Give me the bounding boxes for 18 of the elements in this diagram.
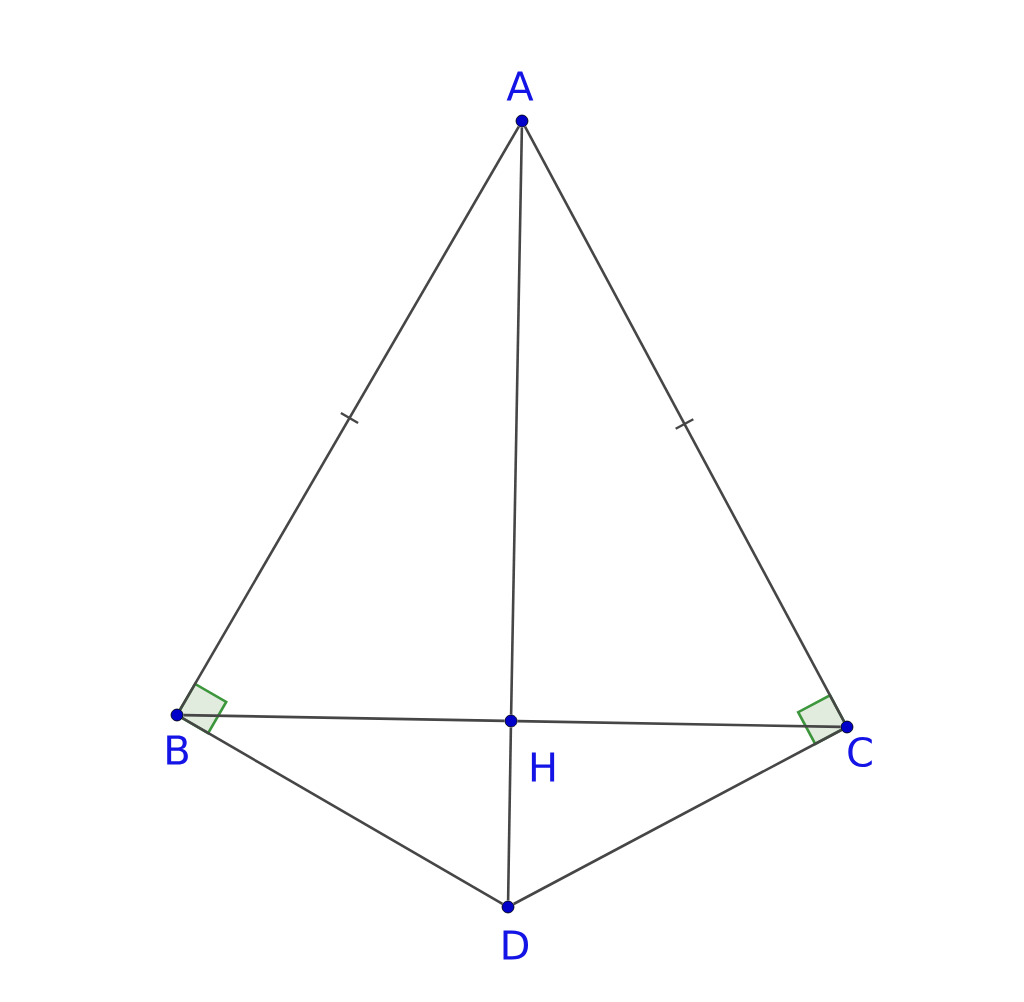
line-segment: [179, 125, 520, 711]
point: [840, 720, 854, 734]
point-label: C: [848, 736, 872, 768]
line-segment: [183, 713, 505, 723]
line-segment: [506, 727, 513, 901]
point-label: D: [503, 930, 528, 960]
line-segment: [513, 728, 842, 906]
line-segment: [181, 717, 504, 905]
point-label: H: [531, 752, 555, 782]
point: [504, 714, 518, 728]
point-label: B: [167, 735, 188, 765]
line-segment: [517, 719, 841, 729]
point: [501, 900, 515, 914]
point-label: A: [506, 71, 534, 101]
line-segment: [523, 126, 846, 722]
point: [170, 708, 184, 722]
point: [515, 114, 529, 128]
line-segment: [509, 127, 524, 715]
